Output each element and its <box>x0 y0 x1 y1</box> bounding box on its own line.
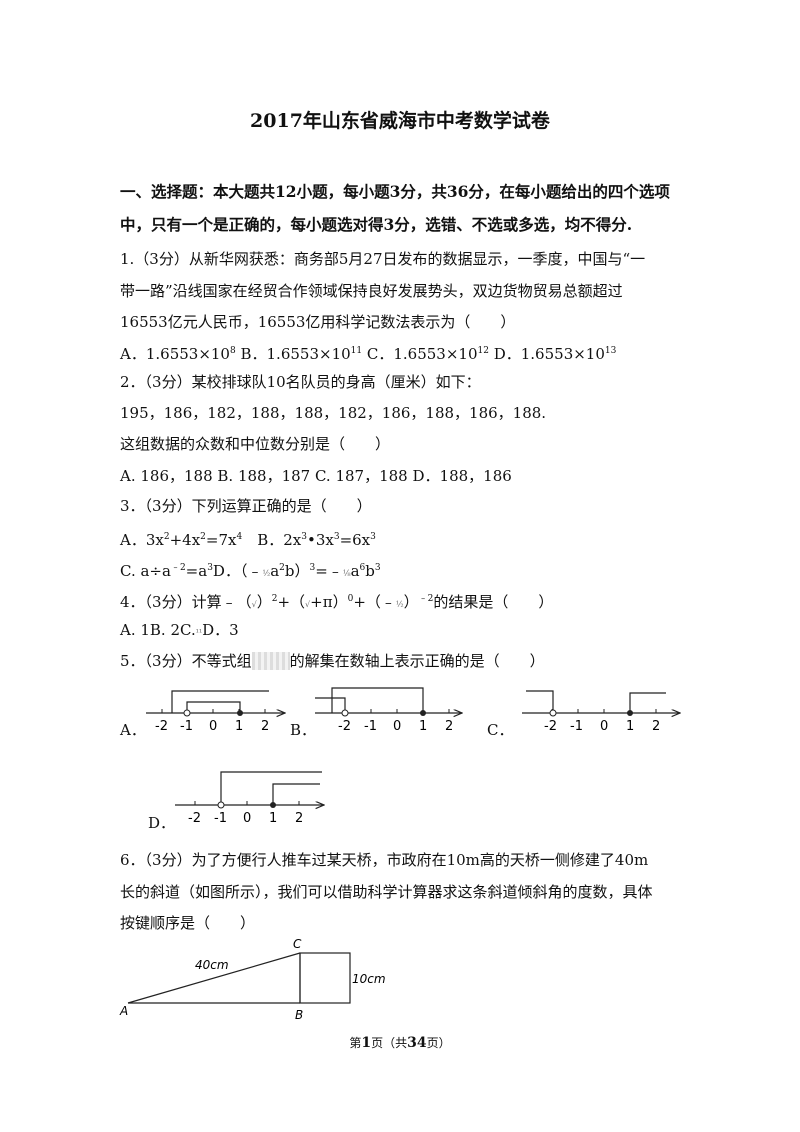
q5-figures: -2 -1 0 1 2 -2 -1 0 1 2 -2 -1 0 1 2 <box>146 687 710 826</box>
q1-option-a: A．1.6553×10 <box>120 345 230 363</box>
q2-data: 195，186，182，188，188，182，186，188，186，188. <box>120 404 547 422</box>
label-c: C <box>293 937 302 951</box>
q6-line2: 长的斜道（如图所示），我们可以借助科学计算器求这条斜道倾斜角的度数，具体 <box>120 883 653 901</box>
number-line-b: -2 -1 0 1 2 <box>315 687 462 734</box>
section-heading-line1: 一、选择题：本大题共12小题，每小题3分，共36分，在每小题给出的四个选项 <box>120 182 670 201</box>
q5-label-d: D． <box>148 814 176 832</box>
q5-line1: 5．（3分）不等式组的解集在数轴上表示正确的是（ ） <box>120 652 545 670</box>
svg-text:-1: -1 <box>180 719 193 734</box>
q2-options: A. 186，188 B. 188，187 C. 187，188 D．188，1… <box>120 467 512 485</box>
svg-text:1: 1 <box>269 811 277 826</box>
label-a: A <box>119 1004 128 1018</box>
q1-option-b: B．1.6553×10 <box>235 345 351 363</box>
label-b: B <box>295 1008 303 1022</box>
q3-options-ab: A．3x2+4x2=7x4 B．2x3•3x3=6x3 <box>120 531 376 549</box>
q2-line1: 2．（3分）某校排球队10名队员的身高（厘米）如下： <box>120 373 481 391</box>
q1-line3: 16553亿元人民币，16553亿用科学记数法表示为（ ） <box>120 313 516 331</box>
height-label: 10cm <box>352 972 386 986</box>
inequality-system-image <box>251 652 290 670</box>
section-heading-line2: 中，只有一个是正确的，每小题选对得3分，选错、不选或多选，均不得分. <box>120 215 633 234</box>
q3-line1: 3．（3分）下列运算正确的是（ ） <box>120 497 372 515</box>
svg-text:-1: -1 <box>364 719 377 734</box>
q6-line1: 6．（3分）为了方便行人推车过某天桥，市政府在10m高的天桥一侧修建了40m <box>120 851 649 869</box>
page-footer: 第1页（共34页） <box>349 1035 451 1051</box>
svg-text:-2: -2 <box>155 719 168 734</box>
svg-text:0: 0 <box>243 811 251 826</box>
q5-label-a: A． <box>120 721 146 739</box>
svg-text:-2: -2 <box>544 719 557 734</box>
svg-text:2: 2 <box>652 719 660 734</box>
ramp-diagram: A B C 40cm 10cm <box>119 937 386 1022</box>
q1-line2: 带一路”沿线国家在经贸合作领域保持良好发展势头，双边货物贸易总额超过 <box>120 282 623 300</box>
q4-line1: 4．（3分）计算﹣（√）2+（√+π）0+（﹣½）﹣2的结果是（ ） <box>120 593 554 611</box>
svg-text:1: 1 <box>235 719 243 734</box>
q2-line3: 这组数据的众数和中位数分别是（ ） <box>120 435 391 453</box>
q1-line1: 1.（3分）从新华网获悉：商务部5月27日发布的数据显示，一季度，中国与“一 <box>120 250 646 268</box>
q1-option-c: C．1.6553×10 <box>362 345 478 363</box>
svg-text:0: 0 <box>209 719 217 734</box>
q5-label-b: B． <box>290 721 317 739</box>
svg-text:0: 0 <box>600 719 608 734</box>
svg-text:1: 1 <box>419 719 427 734</box>
number-line-a: -2 -1 0 1 2 <box>146 690 285 734</box>
svg-text:0: 0 <box>393 719 401 734</box>
q3-options-cd: C. a÷a﹣2=a3D．（﹣½a2b）3=﹣⅛a6b3 <box>120 562 381 580</box>
q4-options: A. 1B. 2C.¹¹D．3 <box>120 621 239 639</box>
q1-options: A．1.6553×108 B．1.6553×1011 C．1.6553×1012… <box>120 345 617 363</box>
svg-text:-1: -1 <box>214 811 227 826</box>
svg-text:2: 2 <box>261 719 269 734</box>
svg-text:-2: -2 <box>188 811 201 826</box>
page-title: 2017年山东省威海市中考数学试卷 <box>250 110 550 132</box>
svg-text:1: 1 <box>626 719 634 734</box>
hypotenuse-label: 40cm <box>195 958 229 972</box>
svg-text:2: 2 <box>295 811 303 826</box>
svg-text:-1: -1 <box>570 719 583 734</box>
number-line-c: -2 -1 0 1 2 <box>522 690 680 734</box>
svg-text:2: 2 <box>445 719 453 734</box>
q6-line3: 按键顺序是（ ） <box>120 914 256 932</box>
number-line-d: -2 -1 0 1 2 <box>175 771 324 826</box>
q5-label-c: C． <box>487 721 514 739</box>
svg-text:-2: -2 <box>338 719 351 734</box>
q1-option-d: D．1.6553×10 <box>488 345 605 363</box>
